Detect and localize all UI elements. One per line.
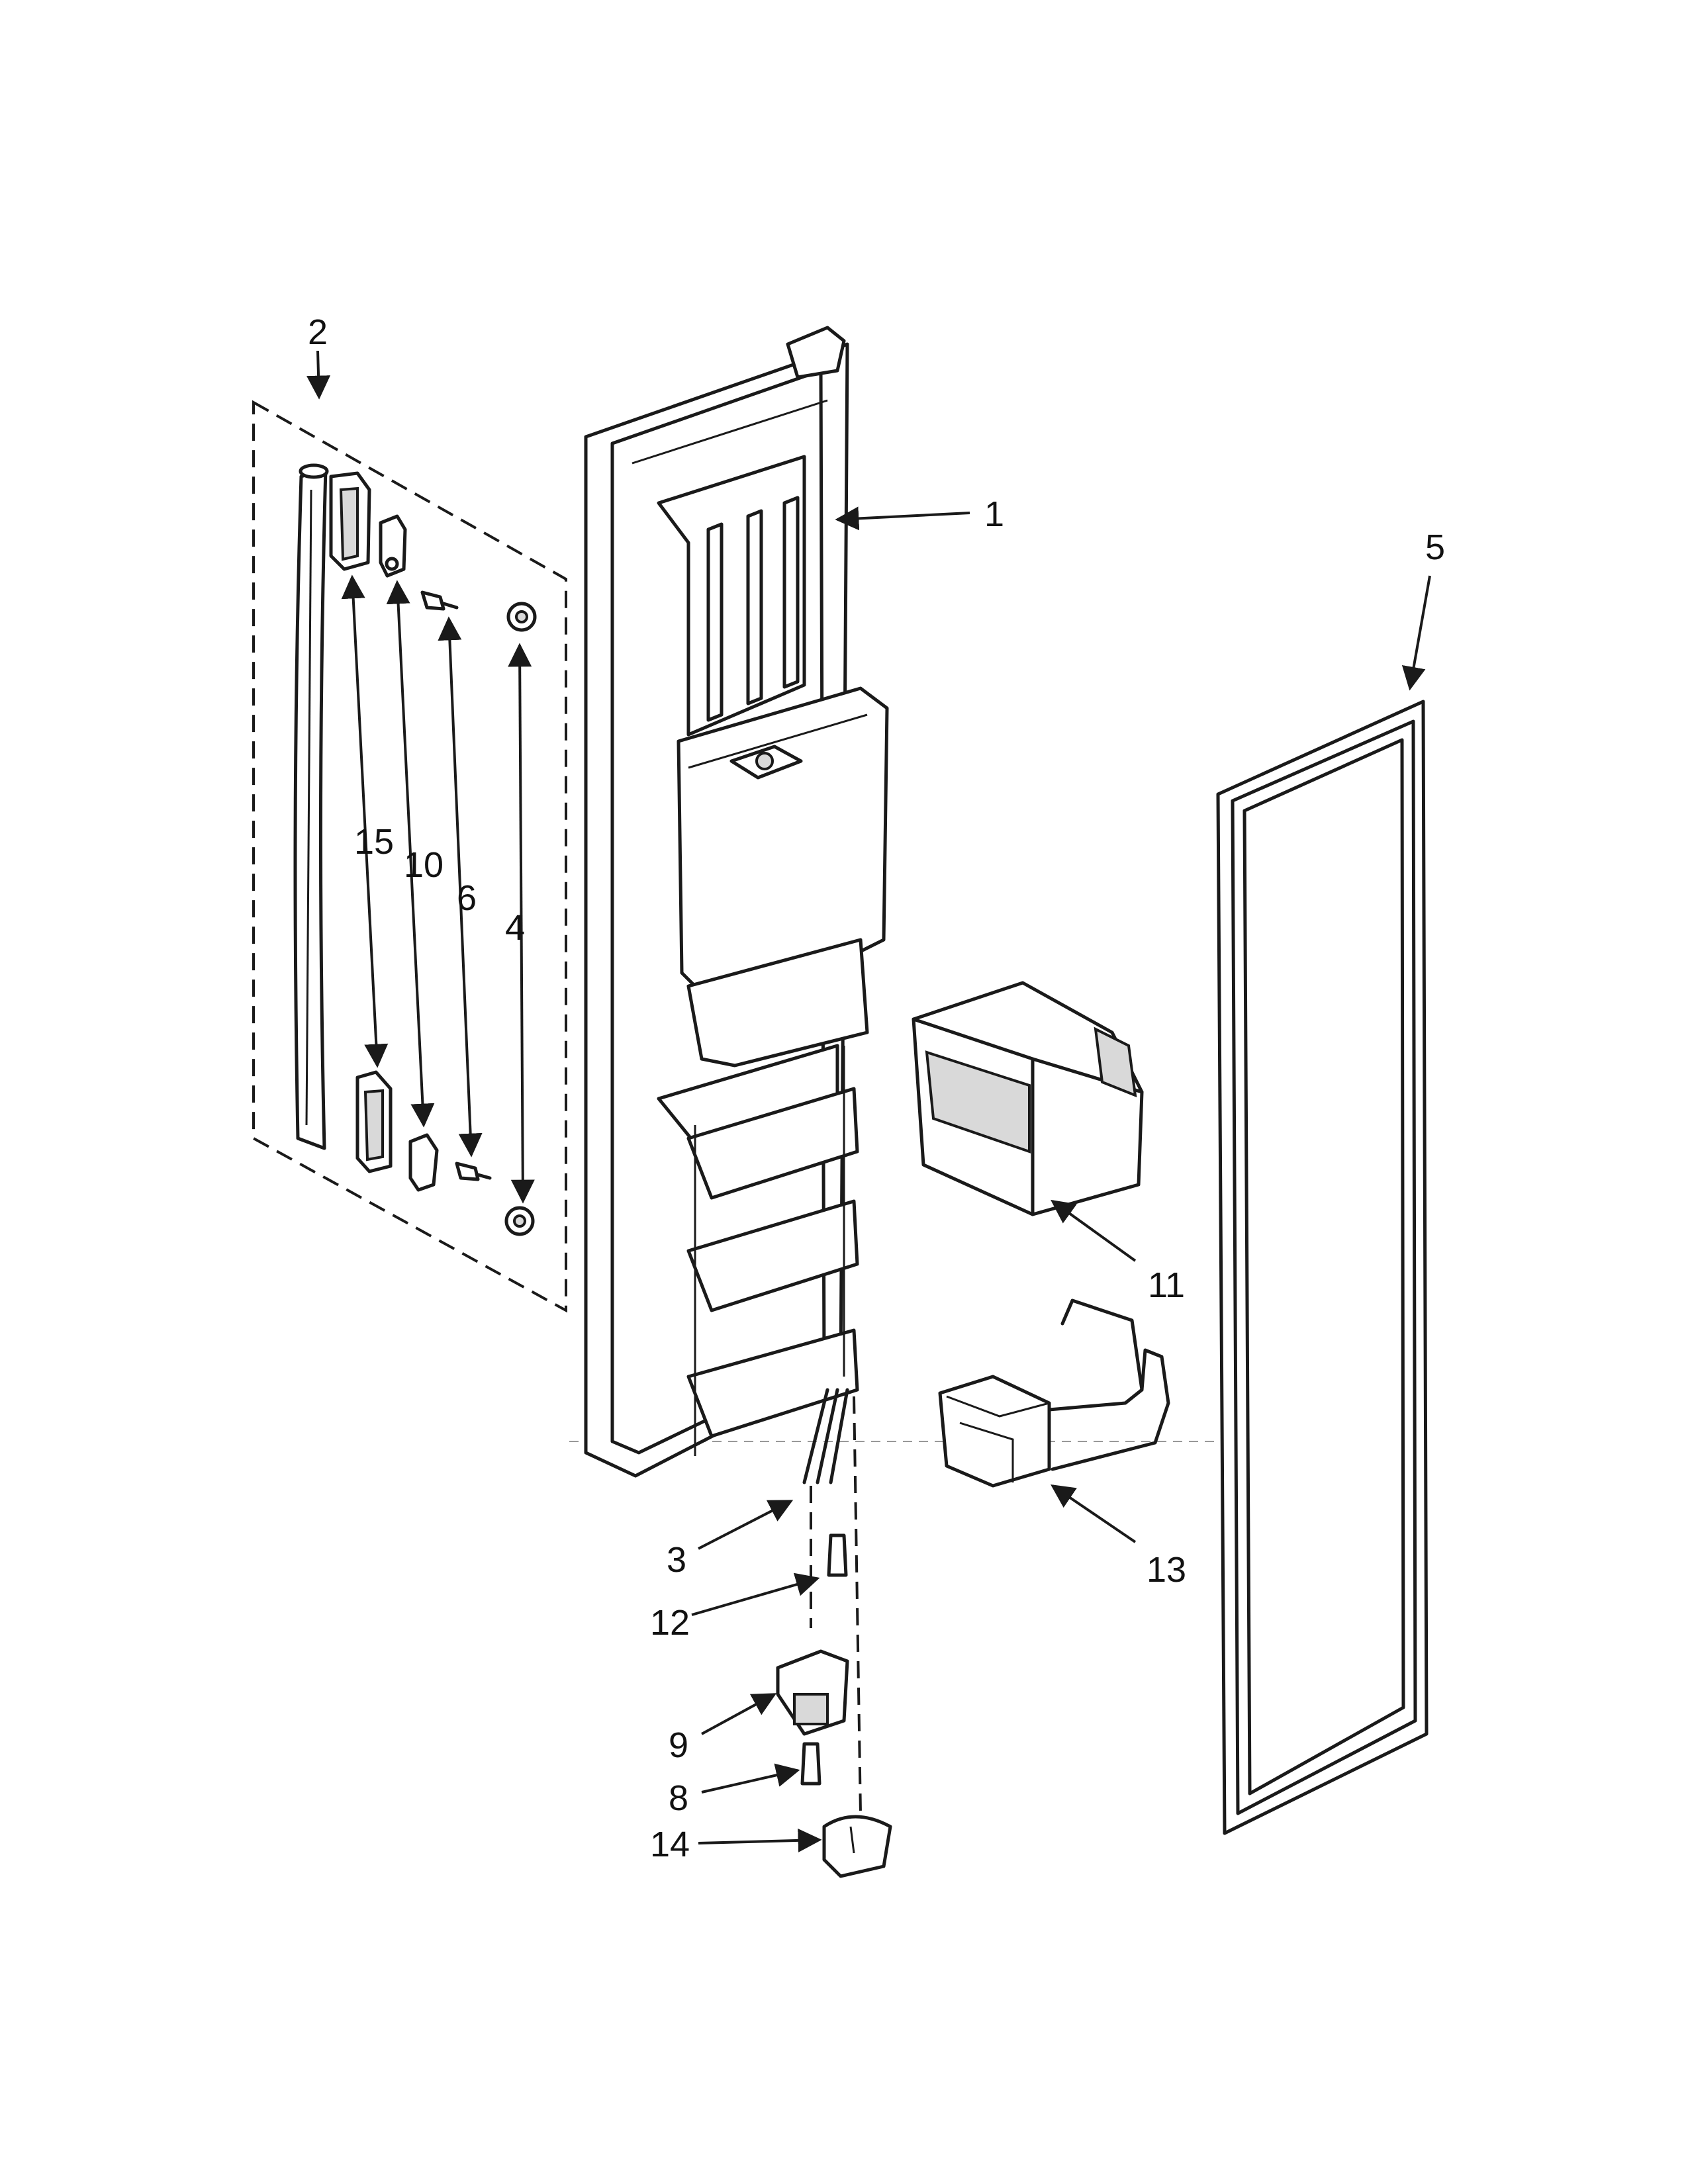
callout-12: 12 bbox=[650, 1603, 690, 1643]
hinge-screw-8 bbox=[800, 1742, 821, 1786]
leader-13 bbox=[1051, 1484, 1137, 1543]
lower-plug-button bbox=[504, 1206, 535, 1236]
callout-5: 5 bbox=[1425, 527, 1445, 567]
bin-retainer bbox=[938, 1298, 1170, 1488]
leader-6 bbox=[438, 616, 483, 1158]
lower-screw bbox=[455, 1161, 492, 1181]
handle-assembly-dashed-boundary bbox=[252, 400, 567, 1313]
handle-assembly-group bbox=[252, 400, 567, 1313]
callout-6: 6 bbox=[457, 878, 477, 918]
callout-3: 3 bbox=[667, 1540, 686, 1580]
callout-9: 9 bbox=[669, 1725, 688, 1765]
freezer-door-assembly bbox=[584, 326, 889, 1478]
callout-1: 1 bbox=[984, 494, 1004, 534]
leader-11 bbox=[1051, 1199, 1137, 1262]
leader-9 bbox=[701, 1693, 777, 1735]
leader-3 bbox=[698, 1500, 794, 1550]
callout-4: 4 bbox=[505, 908, 525, 948]
hinge-bracket bbox=[776, 1649, 849, 1736]
wire-harness bbox=[802, 1388, 829, 1484]
leader-8 bbox=[701, 1763, 800, 1794]
hinge-screw-12 bbox=[827, 1533, 848, 1577]
callout-14: 14 bbox=[650, 1825, 690, 1864]
lower-mounting-bracket bbox=[408, 1133, 439, 1192]
door-handle bbox=[293, 463, 329, 1150]
top-hinge-cap bbox=[786, 326, 846, 379]
ice-bin bbox=[912, 981, 1144, 1216]
door-gasket bbox=[1216, 700, 1429, 1835]
lower-hinge-parts bbox=[776, 1388, 892, 1878]
leader-1 bbox=[835, 506, 970, 531]
leader-12 bbox=[691, 1572, 820, 1616]
callout-11: 11 bbox=[1148, 1265, 1185, 1305]
leader-14 bbox=[698, 1828, 822, 1852]
hinge-cover bbox=[822, 1815, 892, 1878]
upper-mounting-bracket bbox=[379, 514, 407, 578]
lower-handle-endcap bbox=[355, 1070, 393, 1173]
leader-10 bbox=[386, 580, 435, 1128]
leader-15 bbox=[341, 574, 389, 1068]
callout-2: 2 bbox=[308, 312, 328, 352]
callout-8: 8 bbox=[669, 1778, 688, 1818]
leader-5 bbox=[1401, 575, 1431, 691]
leader-4 bbox=[508, 643, 535, 1204]
upper-screw bbox=[420, 590, 459, 611]
callout-10: 10 bbox=[404, 845, 444, 885]
upper-plug-button bbox=[506, 602, 537, 632]
callout-13: 13 bbox=[1147, 1550, 1186, 1590]
callout-15: 15 bbox=[354, 822, 394, 862]
upper-handle-endcap bbox=[329, 471, 371, 571]
leader-2 bbox=[306, 350, 331, 400]
